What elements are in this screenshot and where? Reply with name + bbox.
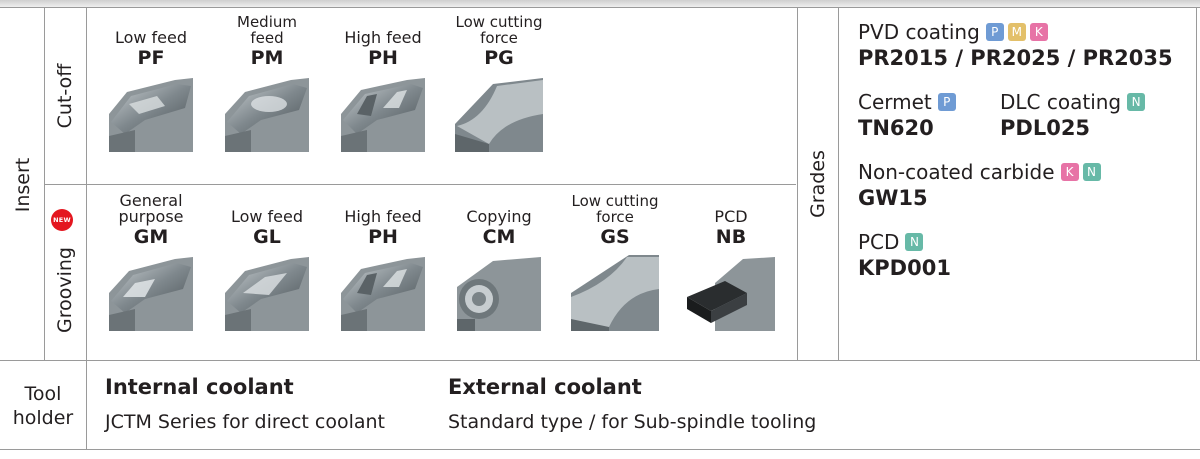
col-divider-subsection bbox=[86, 7, 87, 449]
row-divider-bottom bbox=[0, 449, 1200, 450]
insert-ph-cutoff: High feed PH bbox=[337, 14, 429, 158]
insert-code: PG bbox=[484, 47, 514, 69]
internal-coolant-desc: JCTM Series for direct coolant bbox=[105, 411, 386, 433]
grade-pvd: PVD coating P M K PR2015 / PR2025 / PR20… bbox=[858, 20, 1188, 70]
insert-desc: Medium feed bbox=[237, 13, 297, 47]
insert-desc: High feed bbox=[344, 207, 422, 226]
insert-image bbox=[341, 257, 425, 331]
col-divider-insert bbox=[44, 7, 45, 360]
insert-code: CM bbox=[482, 226, 516, 248]
grade-label: Cermet P bbox=[858, 90, 1000, 114]
insert-code: NB bbox=[715, 226, 747, 248]
cut-off-label: Cut-off bbox=[54, 63, 76, 129]
tag-k-badge: K bbox=[1029, 23, 1048, 41]
col-divider-grades-left bbox=[797, 7, 798, 360]
insert-code: PH bbox=[368, 226, 398, 248]
tag-p-badge: P bbox=[985, 23, 1004, 41]
tag-n-badge: N bbox=[1127, 93, 1146, 111]
grades-label: Grades bbox=[807, 150, 829, 218]
insert-desc: PCD bbox=[714, 207, 748, 226]
grade-value: PDL025 bbox=[1000, 116, 1091, 140]
col-divider-right-edge bbox=[1196, 7, 1197, 360]
insert-label: Insert bbox=[12, 157, 34, 213]
insert-code: PF bbox=[137, 47, 165, 69]
insert-image bbox=[687, 257, 775, 331]
insert-pm: Medium feed PM bbox=[221, 14, 313, 158]
insert-image bbox=[109, 78, 193, 152]
grade-value: KPD001 bbox=[858, 256, 951, 280]
insert-desc: Low feed bbox=[230, 207, 304, 226]
grade-label: DLC coating N bbox=[1000, 90, 1146, 114]
grade-value: PR2015 / PR2025 / PR2035 bbox=[858, 46, 1173, 70]
grade-cermet: Cermet P TN620 bbox=[858, 90, 1000, 140]
insert-desc: High feed bbox=[344, 28, 422, 47]
insert-code: GM bbox=[133, 226, 169, 248]
insert-image bbox=[341, 78, 425, 152]
tag-n-badge: N bbox=[905, 233, 924, 251]
internal-coolant-title: Internal coolant bbox=[105, 375, 294, 399]
top-rule bbox=[0, 0, 1200, 7]
grade-label: PVD coating P M K bbox=[858, 20, 1188, 44]
insert-desc: Copying bbox=[466, 207, 532, 226]
grade-dlc: DLC coating N PDL025 bbox=[1000, 90, 1146, 140]
row-divider-cutoff-grooving bbox=[44, 184, 796, 185]
insert-cm: Copying CM bbox=[453, 193, 545, 337]
tool-holder-label: Tool holder bbox=[12, 383, 74, 429]
external-coolant-desc: Standard type / for Sub-spindle tooling bbox=[448, 411, 817, 433]
insert-code: PM bbox=[250, 47, 284, 69]
tag-n-badge: N bbox=[1082, 163, 1101, 181]
grooving-label: Grooving bbox=[54, 247, 76, 333]
row-divider-holder bbox=[0, 360, 1200, 361]
insert-image bbox=[571, 255, 659, 331]
grade-label: PCD N bbox=[858, 230, 1188, 254]
grade-pcd: PCD N KPD001 bbox=[858, 230, 1188, 280]
insert-image bbox=[225, 78, 309, 152]
grade-noncoated: Non-coated carbide K N GW15 bbox=[858, 160, 1188, 210]
insert-ph-grooving: High feed PH bbox=[337, 193, 429, 337]
insert-pf: Low feed PF bbox=[105, 14, 197, 158]
insert-image bbox=[109, 257, 193, 331]
insert-gl: Low feed GL bbox=[221, 193, 313, 337]
tag-p-badge: P bbox=[937, 93, 956, 111]
external-coolant-title: External coolant bbox=[448, 375, 642, 399]
tag-k-badge: K bbox=[1060, 163, 1079, 181]
grade-value: TN620 bbox=[858, 116, 934, 140]
tag-m-badge: M bbox=[1007, 23, 1026, 41]
insert-code: GL bbox=[253, 226, 281, 248]
insert-image bbox=[455, 78, 543, 152]
grade-value: GW15 bbox=[858, 186, 928, 210]
grades-panel: PVD coating P M K PR2015 / PR2025 / PR20… bbox=[858, 20, 1188, 280]
insert-image bbox=[225, 257, 309, 331]
grade-row-cermet-dlc: Cermet P TN620 DLC coating N PDL025 bbox=[858, 90, 1188, 140]
insert-nb: PCD NB bbox=[685, 193, 777, 337]
grade-label: Non-coated carbide K N bbox=[858, 160, 1188, 184]
new-badge: NEW bbox=[51, 209, 73, 231]
insert-image bbox=[457, 257, 541, 331]
insert-code: GS bbox=[600, 226, 630, 248]
insert-desc: Low feed bbox=[114, 28, 188, 47]
col-divider-grades-right bbox=[838, 7, 839, 360]
insert-code: PH bbox=[368, 47, 398, 69]
row-divider-top bbox=[0, 7, 1200, 8]
